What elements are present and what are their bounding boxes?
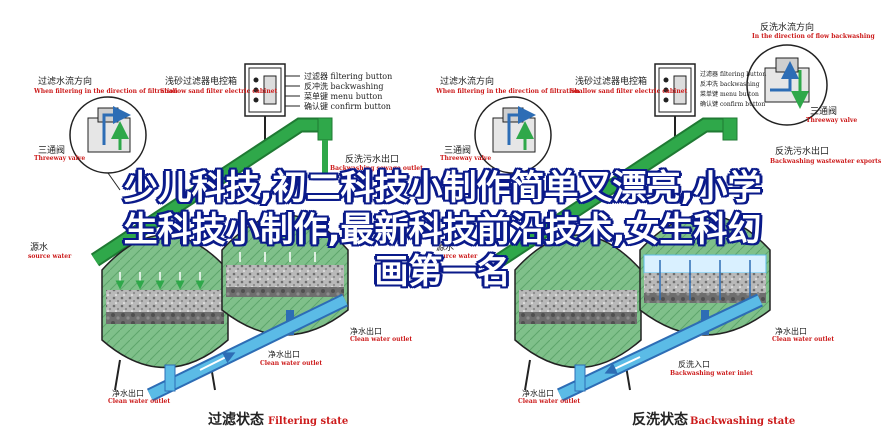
right-valve-top-detail (746, 44, 828, 126)
right-clean-outlet-b-label-en: Clean water outlet (518, 398, 580, 405)
left-three-way-label-zh: 三通阀 (38, 145, 65, 156)
right-button-confirm-label: 确认键 confirm button (700, 100, 765, 108)
overlay-title-line-2: 生科技小制作,最新科技前沿技术,女生科幻 (123, 210, 762, 250)
right-green-pipe (495, 117, 738, 267)
right-source-water-label-en: source water (434, 253, 478, 260)
right-control-cabinet (654, 63, 696, 140)
right-button-menu-label: 菜单键 menu button (700, 90, 759, 98)
left-tank-1 (101, 234, 229, 391)
right-backwash-inlet-label-zh: 反洗入口 (678, 359, 710, 369)
right-three-way-top-label-zh: 三通阀 (810, 106, 837, 117)
left-clean-outlet-b-label-zh: 净水出口 (268, 349, 300, 359)
left-backwash-outlet-label-zh: 反洗污水出口 (345, 153, 399, 165)
left-clean-outlet-c-label-zh: 净水出口 (112, 388, 144, 398)
left-blue-pipe (146, 293, 349, 402)
left-cabinet-label-zh: 浅砂过滤器电控箱 (165, 75, 237, 87)
left-button-filtering-label: 过滤器 filtering button (304, 71, 392, 81)
right-valve-top-label-zh: 反洗水流方向 (760, 21, 814, 33)
right-cabinet-label-zh: 浅砂过滤器电控箱 (575, 75, 647, 87)
right-three-way-label-en: Threeway valve (440, 155, 491, 162)
right-cabinet-label-en: Shallow sand filter electric cabinet (570, 88, 688, 95)
overlay-title-line-3: 画第一名 (374, 252, 511, 292)
left-button-backwash-label: 反冲洗 backwashing (304, 81, 383, 91)
right-three-way-top-label-en: Threeway valve (806, 117, 857, 124)
left-tank-2 (221, 214, 349, 336)
left-source-water-label-en: source water (28, 253, 72, 260)
left-valve-label-en: When filtering in the direction of filtr… (33, 88, 178, 95)
left-caption-en: Filtering state (268, 416, 348, 427)
right-clean-outlet-b-label-zh: 净水出口 (522, 388, 554, 398)
right-source-water-label-zh: 源水 (436, 241, 454, 253)
right-button-filtering-label: 过滤器 filtering button (700, 70, 766, 78)
left-panel: 过滤水流方向 When filtering in the direction o… (28, 63, 423, 428)
left-three-way-label-en: Threeway valve (34, 155, 85, 162)
left-valve-detail (69, 96, 147, 191)
right-backwash-outlet-label-en: Backwashing wastewater exports (770, 158, 882, 165)
left-clean-outlet-b-label-en: Clean water outlet (260, 360, 322, 367)
left-source-water-label-zh: 源水 (30, 241, 48, 253)
right-caption-en: Backwashing state (690, 416, 795, 427)
right-panel: 反洗水流方向 In the direction of flow backwash… (434, 21, 882, 428)
left-valve-label-zh: 过滤水流方向 (38, 75, 92, 87)
right-backwash-outlet-label-zh: 反洗污水出口 (775, 145, 829, 157)
right-backwash-inlet-label-en: Backwashing water inlet (670, 370, 753, 377)
right-valve-top-label-en: In the direction of flow backwashing (752, 33, 876, 40)
right-tank-1 (514, 234, 642, 391)
left-clean-outlet-a-label-zh: 净水出口 (350, 326, 382, 336)
right-caption-zh: 反洗状态 (632, 411, 688, 428)
left-control-cabinet (244, 63, 300, 140)
left-clean-outlet-c-label-en: Clean water outlet (108, 398, 170, 405)
right-button-backwash-label: 反冲洗 backwashing (700, 80, 760, 88)
left-backwash-outlet-label-en: Backwashing sewage outlet (330, 165, 423, 172)
left-clean-outlet-a-label-en: Clean water outlet (350, 336, 412, 343)
overlay-title-line-1: 少儿科技,初二科技小制作简单又漂亮,小学 (123, 168, 762, 208)
right-clean-outlet-label-zh: 净水出口 (775, 326, 807, 336)
right-valve-detail (474, 96, 552, 174)
right-clean-outlet-label-en: Clean water outlet (772, 336, 834, 343)
right-tank-2 (639, 214, 771, 336)
left-button-menu-label: 菜单键 menu button (304, 91, 382, 101)
left-cabinet-label-en: Shallow sand filter electric cabinet (160, 88, 278, 95)
right-valve-label-zh: 过滤水流方向 (440, 75, 494, 87)
left-green-pipe (90, 117, 333, 267)
right-valve-label-en: When filtering in the direction of filtr… (435, 88, 580, 95)
right-three-way-label-zh: 三通阀 (444, 145, 471, 156)
left-caption-zh: 过滤状态 (208, 411, 264, 428)
left-button-confirm-label: 确认键 confirm button (304, 101, 391, 111)
right-blue-pipe (556, 293, 764, 402)
